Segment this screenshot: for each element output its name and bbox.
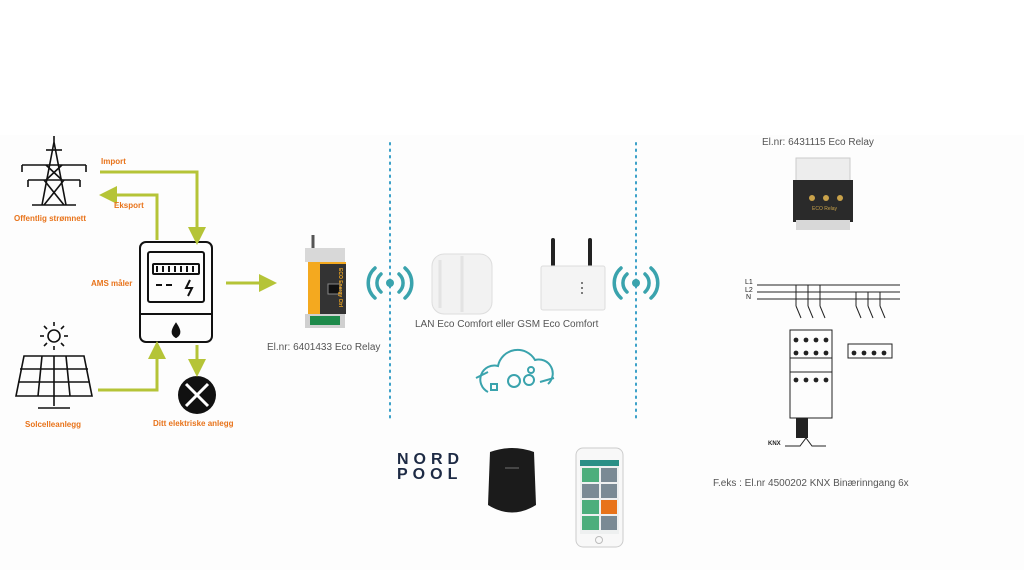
nordpool-logo-line2: POOL [397,466,463,483]
right-relay-label: El.nr: 6431115 Eco Relay [762,137,874,148]
installation-label: Ditt elektriske anlegg [153,419,234,428]
eco-comfort-lan-device [431,253,493,315]
right-relay-device-text: ECO Relay [812,206,838,212]
public-grid-label: Offentlig strømnett [14,214,86,223]
line-label-l1: L1 [745,279,753,286]
nordpool-logo-line1: NORD [397,451,465,468]
solar-label: Solcelleanlegg [25,420,82,429]
eco-comfort-gsm-device [540,238,606,311]
knx-label: KNX [768,441,781,447]
solar-panel-icon [15,322,93,409]
flow-arrows [98,170,277,392]
nordpool-logo: NORD POOL [397,451,465,483]
relay-device-text: ECO Energy Ctrl [337,268,343,308]
electric-installation-icon [178,376,216,414]
knx-wiring-diagram [757,284,900,447]
gateway-label: LAN Eco Comfort eller GSM Eco Comfort [415,319,599,330]
line-label-l2: L2 [745,287,753,294]
smartphone-app [575,447,624,548]
power-tower-icon [21,136,87,206]
ams-meter-label: AMS måler [91,279,133,288]
binary-input-label: F.eks : El.nr 4500202 KNX Binærinngang 6… [713,478,909,489]
cloud-gears-icon [475,348,555,393]
eco-relay-device-middle [305,235,346,328]
middle-relay-label: El.nr: 6401433 Eco Relay [267,342,381,353]
wireless-icon-right [612,266,660,300]
import-label: Import [101,157,126,166]
export-label: Eksport [114,201,144,210]
charger-device [488,448,536,513]
wireless-icon-left [366,266,414,300]
line-label-n: N [746,294,752,301]
ams-meter-icon [139,241,213,343]
eco-relay-device-right [793,157,853,230]
